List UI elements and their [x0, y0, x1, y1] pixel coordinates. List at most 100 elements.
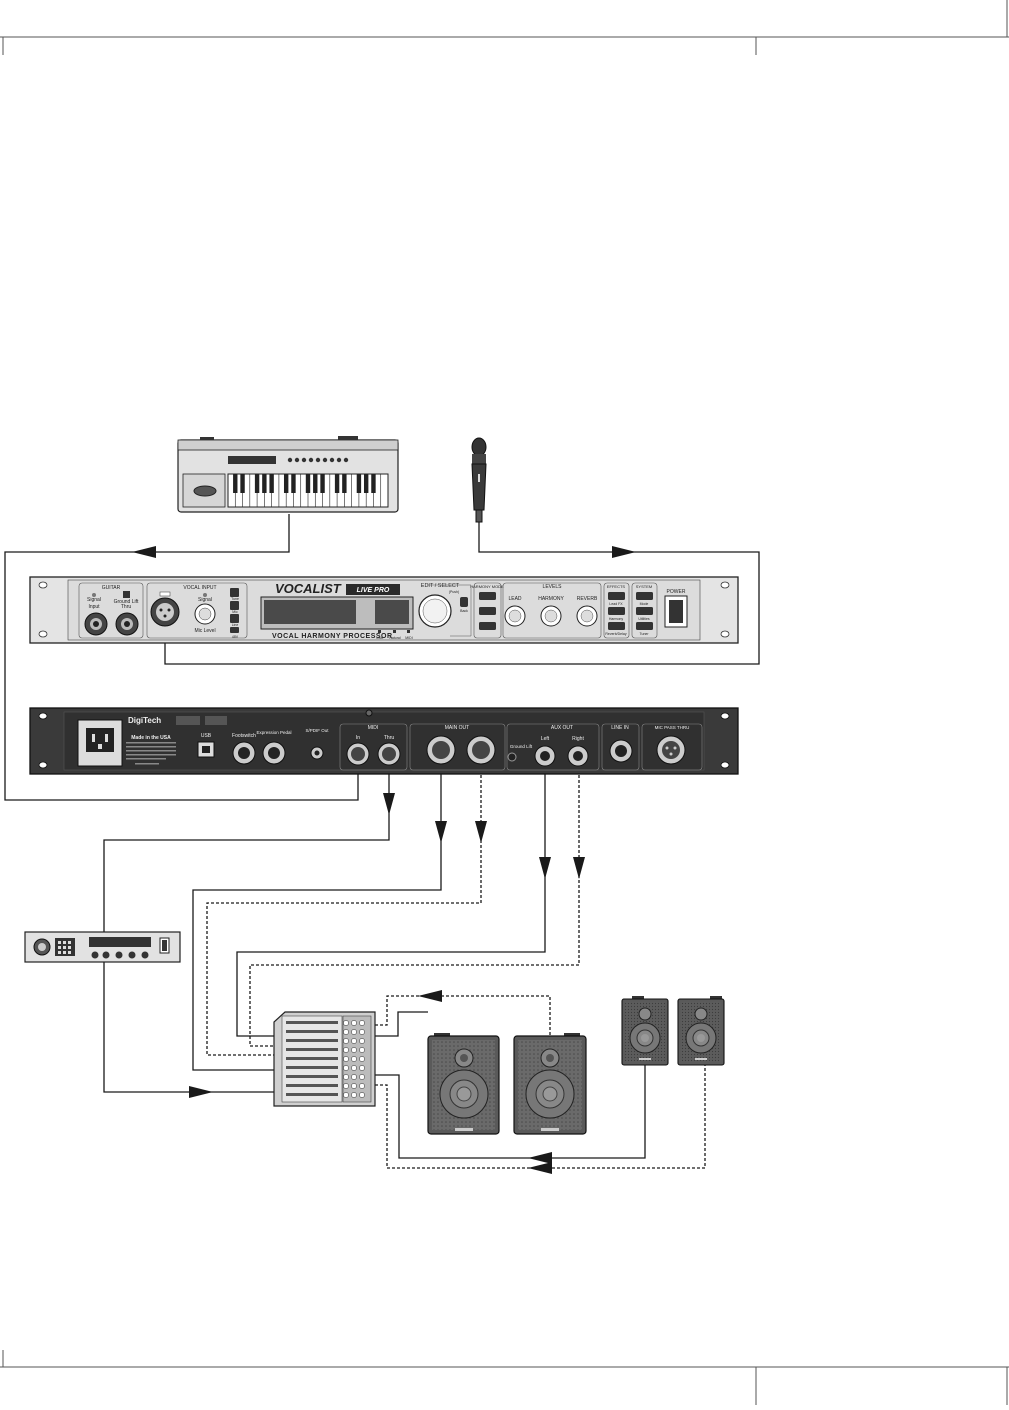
mixer-knob: [351, 1065, 357, 1071]
reverb-delay-label: Reverb/Delay: [605, 632, 626, 636]
harmony-mode-button-3[interactable]: [479, 622, 496, 630]
black-key: [254, 474, 260, 493]
cable-mixer-speaker1: [375, 1011, 428, 1037]
line-button[interactable]: [230, 614, 239, 623]
black-key: [334, 474, 340, 493]
utilities-button[interactable]: [636, 607, 653, 615]
mode-button[interactable]: [636, 592, 653, 600]
harmony-mode-button-2[interactable]: [479, 607, 496, 615]
tune-button[interactable]: [230, 588, 239, 597]
mixer: [273, 1011, 376, 1107]
guitar-input-label: Input: [88, 604, 100, 610]
spdif-label: S/PDIF Out: [305, 728, 329, 733]
arrow-right-rack: [189, 1086, 213, 1098]
arrow-left-speaker: [418, 990, 442, 1002]
guitar-signal-label: Signal: [87, 597, 101, 603]
rack-screws: [38, 581, 730, 638]
mixer-fader-row: [286, 1021, 338, 1024]
logo-badge-2: [205, 716, 227, 725]
monitor-speaker-right: [677, 996, 725, 1066]
mixer-knob: [343, 1038, 349, 1044]
arrow-down-midi-thru: [383, 793, 395, 815]
rear-panel: DigiTech Made in the USA USB Footswitch …: [29, 707, 739, 775]
model-live-pro: LIVE PRO: [357, 587, 390, 594]
mixer-knob: [343, 1029, 349, 1035]
reverb-delay-button[interactable]: [608, 622, 625, 630]
mixer-fader-row: [286, 1093, 338, 1096]
mixer-knob: [343, 1083, 349, 1089]
section-power: POWER: [667, 589, 686, 595]
brand-vocalist: VOCALIST: [275, 581, 342, 596]
ground-lift-label: Ground Lift: [114, 599, 139, 605]
harmony-fx-button[interactable]: [608, 607, 625, 615]
mixer-knob: [351, 1092, 357, 1098]
vocal-signal-led: [203, 593, 207, 597]
back-button[interactable]: [460, 597, 468, 607]
mixer-knob: [351, 1083, 357, 1089]
lcd-display: [264, 600, 356, 624]
phantom-48v-button[interactable]: [230, 627, 239, 633]
mixer-knob: [343, 1092, 349, 1098]
arrow-down-aux-left: [539, 857, 551, 879]
arrow-right-mic: [612, 546, 636, 558]
cable-rack-to-mixer: [103, 962, 276, 1093]
pitch-wheel-icon: [193, 485, 217, 497]
keyboard-buttons: [287, 457, 349, 463]
black-key: [305, 474, 311, 493]
aux-out-label: AUX OUT: [551, 725, 573, 731]
tune-label: Tune: [231, 597, 239, 601]
arrow-left-keyboard: [132, 546, 156, 558]
mixer-knob: [351, 1056, 357, 1062]
mixer-knob: [359, 1029, 365, 1035]
mic-button[interactable]: [230, 601, 239, 610]
harmony-label: HARMONY: [538, 596, 564, 602]
status-leds: User Natural MIDI: [376, 630, 413, 640]
led-natural-label: Natural: [389, 636, 401, 640]
rack-effects-unit: [24, 931, 181, 963]
ground-lift-button[interactable]: [123, 591, 130, 598]
mixer-fader-row: [286, 1084, 338, 1087]
midi-keyboard: [177, 436, 399, 513]
mixer-channel-strips: [286, 1020, 365, 1098]
aux-right-label: Right: [572, 736, 584, 742]
mixer-knob: [343, 1020, 349, 1026]
mixer-knob: [343, 1074, 349, 1080]
mic-level-label: Mic Level: [194, 628, 215, 634]
harmony-mode-button-1[interactable]: [479, 592, 496, 600]
cable-microphone: [164, 520, 760, 665]
arrow-down-main-left: [435, 821, 447, 843]
lead-fx-button[interactable]: [608, 592, 625, 600]
reverb-label: REVERB: [577, 596, 598, 602]
mixer-knob: [343, 1065, 349, 1071]
aux-left-label: Left: [541, 736, 550, 742]
footswitch-label: Footswitch: [232, 733, 256, 739]
mixer-fader-row: [286, 1075, 338, 1078]
midi-in-label: In: [356, 735, 360, 741]
front-panel: GUITAR Signal Ground Lift Input Thru VOC…: [29, 576, 739, 644]
midi-label: MIDI: [368, 725, 379, 731]
preset-display: [375, 600, 409, 624]
mixer-fader-row: [286, 1066, 338, 1069]
black-key: [320, 474, 325, 493]
tuner-button[interactable]: [636, 622, 653, 630]
tuner-label: Tuner: [639, 632, 649, 636]
ground-lift-rear-label: Ground Lift: [510, 744, 533, 749]
led-user-label: User: [376, 636, 384, 640]
cable-aux-right: [249, 755, 580, 1047]
mic-pass-thru-label: MIC PASS THRU: [655, 725, 690, 730]
guitar-signal-led: [92, 593, 96, 597]
section-guitar: GUITAR: [102, 585, 121, 591]
black-key: [371, 474, 376, 493]
black-key: [240, 474, 245, 493]
ground-lift-switch[interactable]: [507, 752, 517, 762]
rear-rack-screws: [38, 712, 730, 769]
black-key: [313, 474, 318, 493]
mixer-knob: [359, 1065, 365, 1071]
vocal-side-buttons: Tune Mic Line 48V: [230, 588, 239, 639]
lead-label: LEAD: [508, 596, 521, 602]
arrow-left-monitor-1: [528, 1152, 552, 1164]
cable-keyboard-midi: [4, 514, 359, 801]
